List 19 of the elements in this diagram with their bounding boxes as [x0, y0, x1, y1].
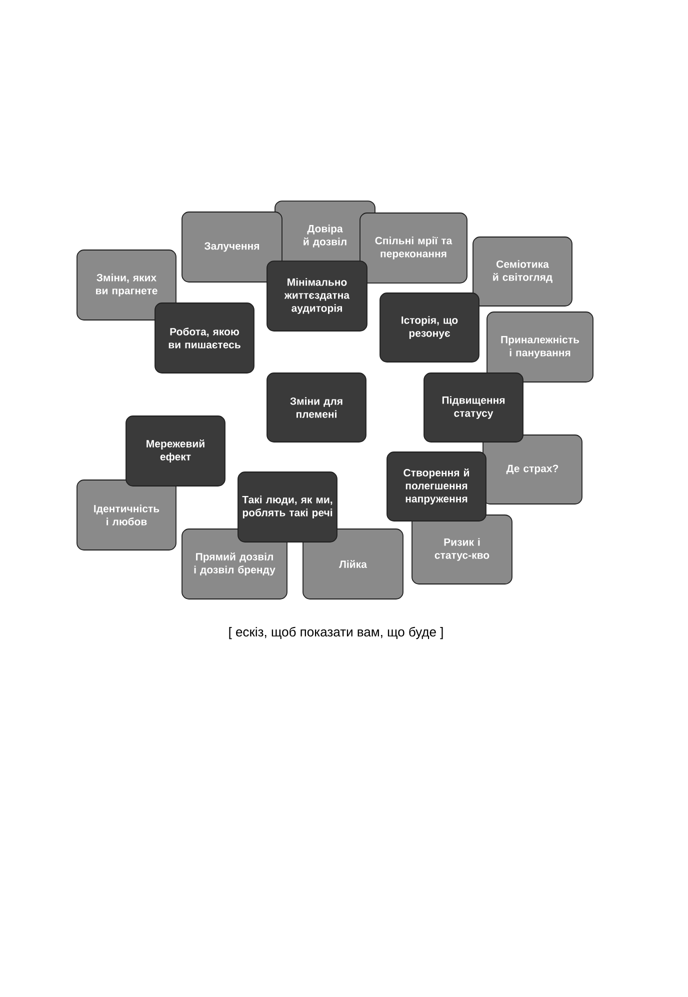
rounded-box: Залучення: [182, 212, 282, 282]
rounded-box: Підвищення статусу: [424, 372, 524, 442]
rounded-box: Семіотика й світогляд: [472, 236, 572, 306]
rounded-box: Зміни, яких ви прагнете: [76, 250, 176, 320]
rounded-box: Створення й полегшення напруження: [386, 452, 486, 522]
rounded-box: Де страх?: [482, 434, 582, 504]
rounded-box: Історія, що резонує: [380, 292, 480, 362]
rounded-box: Ризик і статус-кво: [412, 514, 512, 584]
rounded-box: Ідентичність і любов: [76, 480, 176, 550]
rounded-box: Спільні мрії та переконання: [360, 212, 468, 284]
rounded-box: Мінімально життєздатна аудиторія: [266, 260, 368, 332]
rounded-box: Лійка: [302, 528, 404, 600]
rounded-box: Приналежність і панування: [486, 312, 594, 382]
rounded-box: Такі люди, як ми, роблять такі речі: [238, 472, 338, 542]
caption: [ ескіз, щоб показати вам, що буде ]: [229, 626, 443, 640]
rounded-box: Робота, якою ви пишаєтесь: [154, 302, 254, 374]
rounded-box: Зміни для племені: [266, 372, 366, 442]
rounded-box: Мережевий ефект: [126, 416, 226, 486]
rounded-box: Прямий дозвіл і дозвіл бренду: [182, 528, 288, 600]
